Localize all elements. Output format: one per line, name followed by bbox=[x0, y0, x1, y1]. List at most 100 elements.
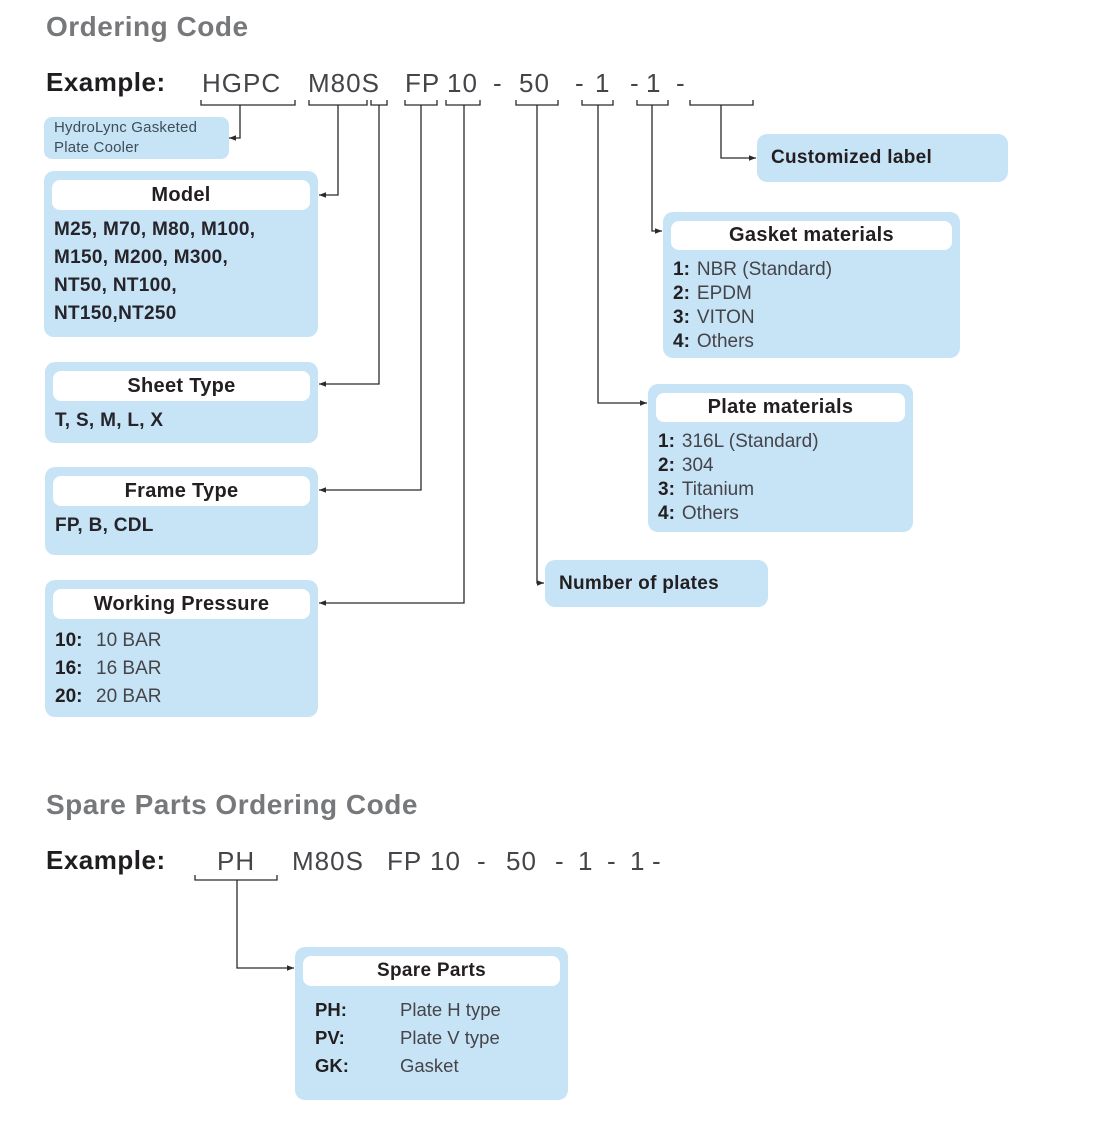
pressure-code: 16: bbox=[55, 658, 83, 679]
number-of-plates-box: Number of plates bbox=[545, 560, 768, 607]
bracket-hgpc bbox=[200, 100, 296, 106]
plate-materials-title: Plate materials bbox=[656, 393, 905, 422]
model-options-line: NT50, NT100, bbox=[54, 275, 177, 296]
code-token-dash: - bbox=[676, 68, 686, 98]
connector-model bbox=[319, 105, 339, 198]
connector-product bbox=[229, 105, 241, 141]
material-value: Others bbox=[696, 331, 754, 352]
plate-materials-box: Plate materials 1: 316L (Standard) 2: 30… bbox=[648, 384, 913, 532]
product-name-line1: HydroLync Gasketed bbox=[54, 119, 198, 136]
code-token-dash: - bbox=[652, 846, 662, 876]
bracket-plate-material bbox=[581, 100, 614, 106]
code-token-gasket-material: 1 bbox=[646, 68, 662, 98]
spare-part-item: PV: Plate V type bbox=[315, 1024, 558, 1052]
material-value: EPDM bbox=[696, 283, 752, 304]
spare-part-value: Plate V type bbox=[400, 1027, 500, 1048]
frame-type-options: FP, B, CDL bbox=[55, 515, 154, 536]
spare-part-code: GK: bbox=[315, 1055, 349, 1076]
pressure-code: 10: bbox=[55, 630, 83, 651]
product-name-box: HydroLync Gasketed Plate Cooler bbox=[44, 117, 229, 159]
bracket-pressure bbox=[445, 100, 481, 106]
product-name-line2: Plate Cooler bbox=[54, 139, 139, 156]
spare-part-value: Plate H type bbox=[400, 999, 501, 1020]
model-box-title: Model bbox=[52, 180, 310, 210]
connector-spare-parts bbox=[236, 880, 294, 971]
spare-part-item: GK: Gasket bbox=[315, 1052, 558, 1080]
customized-label-box: Customized label bbox=[757, 134, 1008, 182]
model-options-line: NT150,NT250 bbox=[54, 303, 177, 324]
connector-plate-materials bbox=[597, 105, 647, 406]
material-value: Others bbox=[681, 503, 739, 524]
gasket-material-item: 4: Others bbox=[673, 330, 950, 354]
spare-part-value: Gasket bbox=[400, 1055, 459, 1076]
material-code: 1: bbox=[673, 259, 690, 280]
spare-parts-ordering-code-title: Spare Parts Ordering Code bbox=[46, 789, 418, 820]
frame-type-title: Frame Type bbox=[53, 476, 310, 506]
code-token-dash: - bbox=[630, 68, 640, 98]
material-value: 316L (Standard) bbox=[681, 431, 819, 452]
code-token-dash: - bbox=[607, 846, 617, 876]
pressure-code: 20: bbox=[55, 686, 83, 707]
code-token-frame: FP bbox=[405, 68, 441, 98]
bracket-sheet bbox=[370, 100, 388, 106]
material-value: NBR (Standard) bbox=[696, 259, 833, 280]
spare-parts-title: Spare Parts bbox=[303, 956, 560, 986]
material-value: 304 bbox=[681, 455, 714, 476]
sheet-type-options: T, S, M, L, X bbox=[55, 410, 164, 431]
model-options-line: M25, M70, M80, M100, bbox=[54, 219, 256, 240]
plate-material-item: 1: 316L (Standard) bbox=[658, 430, 903, 454]
spare-part-item: PH: Plate H type bbox=[315, 996, 558, 1024]
connector-number-of-plates bbox=[536, 105, 544, 586]
material-code: 4: bbox=[658, 503, 675, 524]
example-label: Example: bbox=[46, 67, 166, 97]
material-code: 4: bbox=[673, 331, 690, 352]
code-token-plates: 50 bbox=[506, 846, 537, 876]
code-token-spare-part: PH bbox=[217, 846, 256, 876]
bracket-gasket-material bbox=[636, 100, 669, 106]
code-token-product: HGPC bbox=[202, 68, 282, 98]
connector-frame-type bbox=[319, 105, 422, 493]
working-pressure-box: Working Pressure 10: 10 BAR 16: 16 BAR 2… bbox=[45, 580, 318, 717]
code-token-model: M80S bbox=[292, 846, 364, 876]
working-pressure-title: Working Pressure bbox=[53, 589, 310, 619]
material-value: VITON bbox=[696, 307, 755, 328]
code-token-frame: FP bbox=[387, 846, 423, 876]
number-of-plates-label: Number of plates bbox=[559, 572, 719, 594]
code-token-dash: - bbox=[555, 846, 565, 876]
plate-material-item: 3: Titanium bbox=[658, 478, 903, 502]
sheet-type-box: Sheet Type T, S, M, L, X bbox=[45, 362, 318, 443]
model-options-line: M150, M200, M300, bbox=[54, 247, 229, 268]
ordering-code-title: Ordering Code bbox=[46, 11, 249, 42]
connector-gasket-materials bbox=[651, 105, 662, 234]
gasket-material-item: 2: EPDM bbox=[673, 282, 950, 306]
pressure-value: 10 BAR bbox=[96, 630, 162, 651]
working-pressure-item: 10: 10 BAR bbox=[55, 627, 308, 655]
connector-sheet-type bbox=[319, 105, 380, 387]
connector-customized-label bbox=[720, 105, 756, 161]
material-code: 2: bbox=[673, 283, 690, 304]
bracket-custom-label bbox=[689, 100, 754, 106]
spare-parts-box: Spare Parts PH: Plate H type PV: Plate V… bbox=[295, 947, 568, 1100]
code-token-dash: - bbox=[575, 68, 585, 98]
gasket-materials-box: Gasket materials 1: NBR (Standard) 2: EP… bbox=[663, 212, 960, 358]
connector-working-pressure bbox=[319, 105, 465, 606]
gasket-materials-title: Gasket materials bbox=[671, 221, 952, 250]
sheet-type-title: Sheet Type bbox=[53, 371, 310, 401]
code-token-plate-material: 1 bbox=[595, 68, 611, 98]
material-code: 3: bbox=[673, 307, 690, 328]
code-token-model: M80S bbox=[308, 68, 380, 98]
gasket-material-item: 3: VITON bbox=[673, 306, 950, 330]
material-value: Titanium bbox=[681, 479, 755, 500]
code-token-pressure: 10 bbox=[447, 68, 478, 98]
model-box: Model M25, M70, M80, M100, M150, M200, M… bbox=[44, 171, 318, 337]
bracket-frame bbox=[404, 100, 438, 106]
bracket-model bbox=[308, 100, 368, 106]
material-code: 3: bbox=[658, 479, 675, 500]
plate-material-item: 4: Others bbox=[658, 502, 903, 526]
working-pressure-item: 16: 16 BAR bbox=[55, 655, 308, 683]
spare-part-code: PV: bbox=[315, 1027, 345, 1048]
code-token-dash: - bbox=[493, 68, 503, 98]
material-code: 1: bbox=[658, 431, 675, 452]
code-token-pressure: 10 bbox=[430, 846, 461, 876]
code-token-gasket-material: 1 bbox=[630, 846, 646, 876]
